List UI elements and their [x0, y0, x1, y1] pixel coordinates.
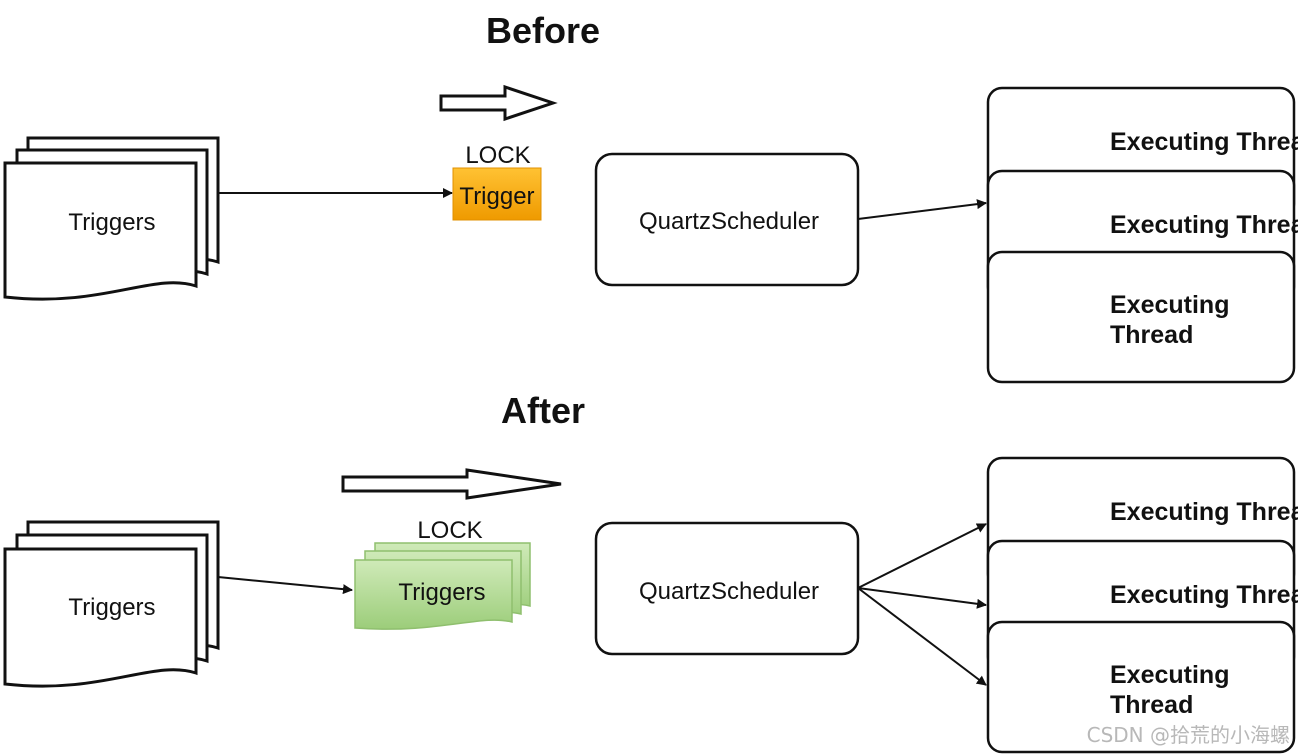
before-section: Before Triggers LOCK Trigger QuartzSched… [3, 10, 1298, 384]
thread-label: Executing Thread [1110, 128, 1298, 156]
triggers-label: Triggers [68, 209, 155, 236]
thread-card: Executing Thread [986, 620, 1296, 754]
thread-label: Executing Thread [1110, 291, 1236, 349]
scheduler-label: QuartzScheduler [639, 578, 819, 605]
thread-label: Executing Thread [1110, 498, 1298, 526]
dispatch-arrow [857, 587, 987, 686]
lock-label: LOCK [465, 142, 530, 169]
dispatch-arrow [857, 587, 987, 609]
dispatch-arrow [857, 199, 987, 220]
thread-label-line2: Thread [1110, 321, 1193, 349]
scheduler-box: QuartzScheduler [594, 152, 860, 287]
triggers-stack: Triggers [3, 136, 220, 301]
locked-trigger-label: Trigger [459, 183, 534, 210]
triggers-label: Triggers [68, 594, 155, 621]
direction-arrow [439, 84, 558, 122]
locked-triggers-stack: Triggers [354, 542, 531, 630]
after-section: After Triggers LOCK Triggers QuartzSched… [3, 390, 1298, 754]
thread-label-line2: Thread [1110, 691, 1193, 719]
triggers-stack: Triggers [3, 520, 220, 688]
scheduler-label: QuartzScheduler [639, 208, 819, 235]
before-title: Before [486, 10, 600, 51]
connector-arrow [217, 576, 353, 595]
thread-label: Executing Thread [1110, 661, 1236, 719]
thread-label: Executing Thread [1110, 581, 1298, 609]
scheduler-box: QuartzScheduler [594, 521, 860, 656]
thread-label-line1: Executing [1110, 291, 1229, 319]
watermark: CSDN @拾荒的小海螺 [1087, 723, 1290, 747]
thread-label-line1: Executing [1110, 661, 1229, 689]
thread-card: Executing Thread [986, 250, 1296, 384]
locked-triggers-label: Triggers [398, 579, 485, 606]
direction-arrow [341, 468, 562, 500]
dispatch-arrow [857, 523, 987, 589]
locked-trigger-box: Trigger [452, 167, 542, 221]
lock-label: LOCK [417, 517, 482, 544]
thread-label: Executing Thread [1110, 211, 1298, 239]
after-title: After [501, 390, 585, 431]
